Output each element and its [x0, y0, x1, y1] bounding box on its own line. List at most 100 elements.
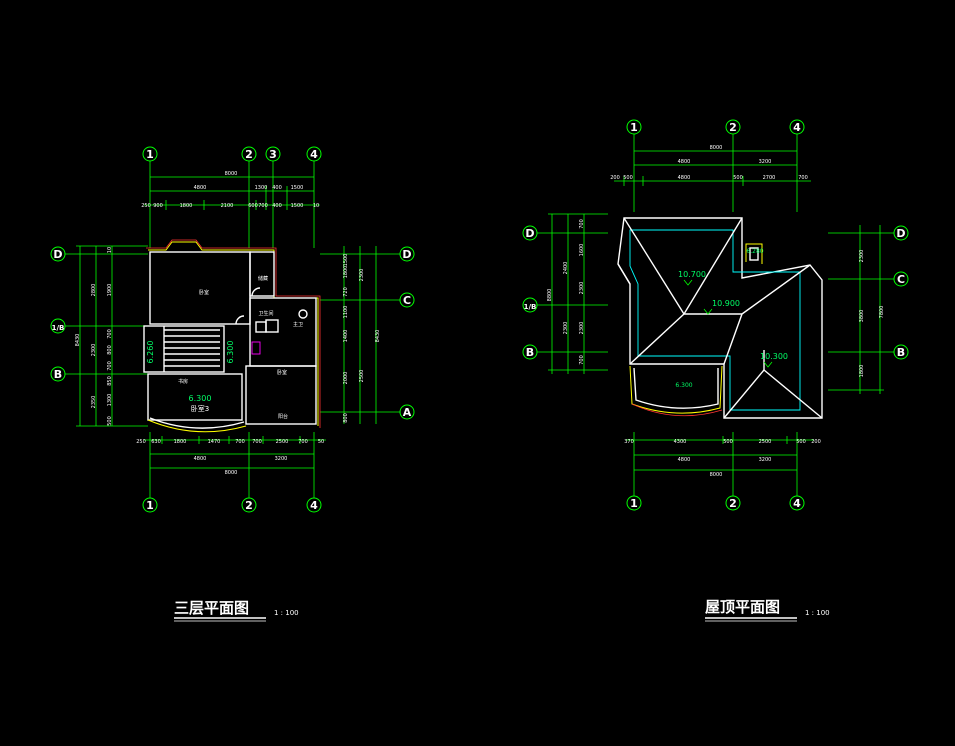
- room-label-balcony: 阳台: [278, 413, 288, 420]
- axis-bubble-bottom-4: 4: [789, 495, 805, 511]
- dim-top-detail-5: 2700: [763, 175, 776, 181]
- room-label-bedroom-2: 卧室: [277, 369, 287, 376]
- dim-bottom-detail-1: 250: [136, 439, 146, 445]
- axis-label: D: [402, 248, 411, 261]
- axis-bubble-bottom-1: 1: [626, 495, 642, 511]
- axis-bubble-right-D: D: [399, 246, 415, 262]
- dim-top-mid-4: 1500: [291, 185, 304, 191]
- dim-left-outer: 8430: [75, 334, 81, 347]
- dim-left-detail-1: 10: [107, 247, 113, 253]
- dim-top-detail-1: 250: [141, 203, 151, 209]
- axis-label: 4: [310, 148, 318, 161]
- dim-left-detail-1: 700: [579, 219, 585, 229]
- axis-label: 1: [146, 499, 154, 512]
- axis-bubble-right-A: A: [399, 404, 415, 420]
- dim-right-mid-2: 3800: [859, 310, 865, 323]
- dim-bottom-detail-6: 200: [811, 439, 821, 445]
- dim-bottom-mid-1: 4800: [194, 456, 207, 462]
- level-mark: 10.300: [760, 352, 788, 361]
- axis-label: D: [896, 227, 905, 240]
- dim-left-detail-4: 2300: [579, 322, 585, 335]
- level-mark: 6.280: [746, 248, 763, 255]
- axis-bubble-bottom-2: 2: [725, 495, 741, 511]
- room-label-study: 书房: [178, 378, 188, 385]
- dim-bottom-detail-4: 1470: [208, 439, 221, 445]
- axis-bubble-right-D: D: [893, 225, 909, 241]
- dim-left-detail-4: 800: [107, 345, 113, 355]
- axis-label: D: [525, 227, 534, 240]
- dim-left-mid-1: 2400: [563, 262, 569, 275]
- dim-top-detail-5: 600: [248, 203, 258, 209]
- dim-top-mid-2: 3200: [759, 159, 772, 165]
- dim-left-detail-8: 500: [107, 416, 113, 426]
- dim-left-detail-5: 700: [107, 361, 113, 371]
- dim-left-mid-2: 2300: [91, 344, 97, 357]
- axis-bubble-left-D: D: [522, 225, 538, 241]
- dim-bottom-detail-4: 2500: [759, 439, 772, 445]
- axis-label: D: [53, 248, 62, 261]
- dim-top-detail-1: 200: [610, 175, 620, 181]
- dim-bottom-mid-1: 4800: [678, 457, 691, 463]
- axis-bubble-top-1: 1: [142, 146, 158, 162]
- dim-right-detail-1: 1800: [859, 365, 865, 378]
- dim-right-mid-1: 2300: [359, 269, 365, 282]
- axis-bubble-top-2: 2: [241, 146, 257, 162]
- dim-bottom-detail-6: 700: [252, 439, 262, 445]
- dim-left-mid-2: 2300: [563, 322, 569, 335]
- dim-total-bottom: 8000: [710, 472, 723, 478]
- room-label-bathroom: 卫生间: [258, 310, 273, 317]
- axis-bubble-top-3: 3: [265, 146, 281, 162]
- dim-left-mid-1: 2800: [91, 284, 97, 297]
- dim-bottom-detail-2: 630: [151, 439, 161, 445]
- roof-level-marks: 10.700 10.900 10.300 6.300 6.280: [675, 248, 788, 389]
- axis-label: 3: [269, 148, 277, 161]
- left-plan-title-block: 三层平面图 1 : 100: [174, 599, 299, 622]
- dim-left-mid-3: 2350: [91, 396, 97, 409]
- dim-top-detail-9: 10: [313, 203, 319, 209]
- dimension-lines-left: 8800 2400 2300 700 1600 2300 2300 700: [537, 213, 608, 374]
- axis-bubble-left-D: D: [50, 246, 66, 262]
- axis-label: 2: [729, 121, 737, 134]
- dim-left-detail-7: 1300: [107, 394, 113, 407]
- dim-right-mid-2: 2500: [359, 370, 365, 383]
- axis-label: 1: [630, 121, 638, 134]
- axis-label: B: [54, 368, 62, 381]
- roof-plan: 1 2 4 8000 4800 3200 200 500 4800 500: [522, 119, 909, 622]
- axis-bubble-top-4: 4: [789, 119, 805, 135]
- dim-right-outer: 8430: [375, 330, 381, 343]
- dim-total-top: 8000: [710, 145, 723, 151]
- dim-right-outer: 7800: [879, 306, 885, 319]
- room-label-bedroom-1: 卧室: [199, 289, 209, 296]
- axis-bubble-right-C: C: [399, 292, 415, 308]
- dim-left-outer: 8800: [547, 289, 553, 302]
- dim-top-detail-3: 4800: [678, 175, 691, 181]
- level-mark: 6.260: [146, 341, 155, 364]
- room-label-master-bath: 主卫: [293, 321, 303, 328]
- axis-label: 2: [245, 148, 253, 161]
- dim-bottom-detail-2: 4300: [674, 439, 687, 445]
- axis-label: 4: [310, 499, 318, 512]
- axis-bubble-left-B: B: [522, 344, 538, 360]
- dim-left-detail-2: 1600: [579, 244, 585, 257]
- axis-label: B: [897, 346, 905, 359]
- axis-label: 1/B: [52, 324, 65, 332]
- right-plan-title-block: 屋顶平面图 1 : 100: [705, 598, 830, 622]
- axis-label: B: [526, 346, 534, 359]
- axis-label: A: [403, 406, 412, 419]
- dim-right-detail-4: 1100: [343, 306, 349, 319]
- dim-top-detail-2: 900: [153, 203, 163, 209]
- axis-bubble-top-4: 4: [306, 146, 322, 162]
- axis-label: 2: [245, 499, 253, 512]
- dim-bottom-detail-3: 500: [723, 439, 733, 445]
- axis-bubble-left-B: B: [50, 366, 66, 382]
- roof-outline: [617, 217, 823, 419]
- dim-bottom-detail-5: 500: [796, 439, 806, 445]
- dim-bottom-detail-8: 700: [298, 439, 308, 445]
- room-labels: 卧室 卧室 卧室3 卫生间 主卫 储藏 书房 阳台 6.300 6.260 6.…: [146, 275, 303, 420]
- axis-bubble-bottom-2: 2: [241, 497, 257, 513]
- plan-title: 三层平面图: [174, 599, 249, 617]
- dim-right-detail-6: 2000: [343, 372, 349, 385]
- axis-label: 2: [729, 497, 737, 510]
- level-mark: 10.900: [712, 299, 740, 308]
